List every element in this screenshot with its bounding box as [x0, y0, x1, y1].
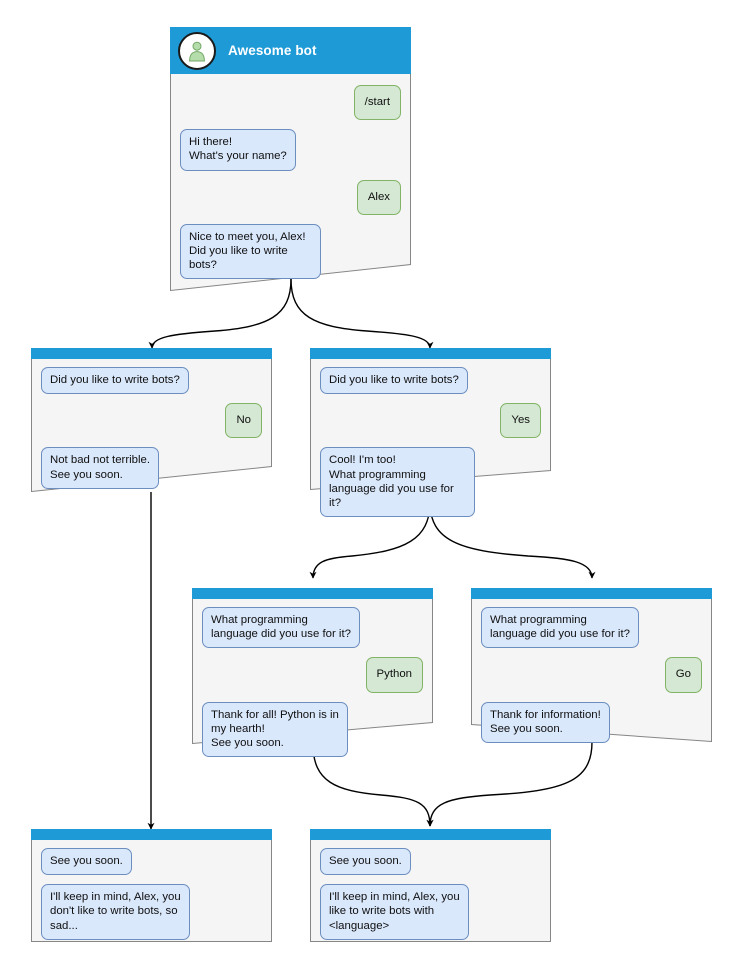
- message-bot: Hi there! What's your name?: [180, 129, 296, 171]
- message-bot: Nice to meet you, Alex! Did you like to …: [180, 223, 322, 280]
- node-answer-go-header: [471, 588, 712, 599]
- node-end-sad[interactable]: See you soon. I'll keep in mind, Alex, y…: [31, 829, 272, 942]
- message-bot: What programming language did you use fo…: [202, 607, 360, 649]
- node-answer-yes-header: [310, 348, 551, 359]
- node-end-sad-header: [31, 829, 272, 840]
- message-bot: Did you like to write bots?: [320, 367, 468, 395]
- node-answer-go[interactable]: What programming language did you use fo…: [471, 588, 712, 744]
- message-user: /start: [353, 85, 401, 121]
- message-bot: Cool! I'm too! What programming language…: [320, 447, 475, 518]
- message-bot: See you soon.: [41, 848, 132, 876]
- node-answer-python-chat: What programming language did you use fo…: [192, 599, 433, 758]
- node-answer-no-chat: Did you like to write bots? No Not bad n…: [31, 359, 272, 489]
- message-user: Yes: [500, 403, 541, 439]
- person-avatar-icon: [178, 31, 216, 70]
- message-user: Python: [365, 657, 423, 693]
- message-bot: Thank for all! Python is in my hearth! S…: [202, 701, 348, 758]
- message-bot: I'll keep in mind, Alex, you don't like …: [41, 884, 190, 940]
- message-bot: See you soon.: [320, 848, 411, 876]
- bot-title: Awesome bot: [228, 43, 317, 58]
- node-start[interactable]: Awesome bot /start Hi there! What's your…: [170, 27, 411, 291]
- node-answer-no-header: [31, 348, 272, 359]
- message-user: Alex: [356, 179, 401, 215]
- message-bot: What programming language did you use fo…: [481, 607, 639, 649]
- message-bot: I'll keep in mind, Alex, you like to wri…: [320, 884, 469, 940]
- message-bot: Not bad not terrible. See you soon.: [41, 447, 160, 489]
- node-answer-python-header: [192, 588, 433, 599]
- edge-go-to-happy: [426, 741, 593, 827]
- message-bot: Did you like to write bots?: [41, 367, 189, 395]
- node-end-happy-chat: See you soon. I'll keep in mind, Alex, y…: [310, 840, 551, 940]
- node-end-happy-header: [310, 829, 551, 840]
- node-answer-python[interactable]: What programming language did you use fo…: [192, 588, 433, 758]
- node-answer-yes-chat: Did you like to write bots? Yes Cool! I'…: [310, 359, 551, 518]
- node-answer-go-chat: What programming language did you use fo…: [471, 599, 712, 744]
- message-bot: Thank for information! See you soon.: [481, 701, 610, 744]
- node-start-header: Awesome bot: [170, 27, 411, 74]
- node-end-happy[interactable]: See you soon. I'll keep in mind, Alex, y…: [310, 829, 551, 942]
- node-answer-yes[interactable]: Did you like to write bots? Yes Cool! I'…: [310, 348, 551, 518]
- node-end-sad-chat: See you soon. I'll keep in mind, Alex, y…: [31, 840, 272, 940]
- node-answer-no[interactable]: Did you like to write bots? No Not bad n…: [31, 348, 272, 492]
- message-user: Go: [664, 657, 702, 693]
- message-user: No: [225, 403, 262, 439]
- node-start-chat: /start Hi there! What's your name? Alex …: [170, 74, 411, 280]
